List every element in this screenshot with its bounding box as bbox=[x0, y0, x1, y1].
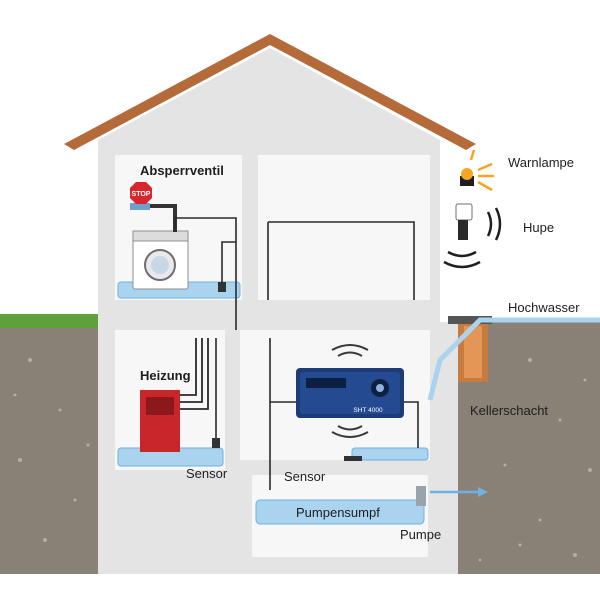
wire-upper-right bbox=[267, 221, 415, 300]
pump bbox=[416, 486, 426, 506]
alarm-control-device: SHT 4000 bbox=[296, 368, 404, 418]
label-pumpensumpf: Pumpensumpf bbox=[296, 505, 380, 520]
heater bbox=[140, 390, 180, 452]
washing-machine bbox=[132, 230, 189, 290]
wire-heating bbox=[180, 338, 209, 410]
label-warnlampe: Warnlampe bbox=[508, 155, 574, 170]
wire-basement bbox=[269, 338, 419, 490]
water-inflow bbox=[427, 317, 600, 401]
arrow-head bbox=[478, 487, 488, 497]
label-pumpe: Pumpe bbox=[400, 527, 442, 542]
soil-speckles bbox=[13, 358, 592, 562]
stop-sign-icon: STOP bbox=[130, 182, 152, 204]
signal-waves-bottom bbox=[331, 425, 369, 438]
wire-valve bbox=[174, 217, 237, 330]
label-sensor-left: Sensor bbox=[186, 466, 228, 481]
label-sensor-center: Sensor bbox=[284, 469, 326, 484]
svg-text:SHT 4000: SHT 4000 bbox=[353, 407, 383, 414]
label-hupe: Hupe bbox=[523, 220, 555, 235]
label-kellerschacht: Kellerschacht bbox=[470, 403, 549, 418]
signal-waves-top bbox=[331, 344, 369, 357]
horn-down-waves bbox=[443, 250, 481, 269]
horn-siren bbox=[455, 203, 473, 240]
warning-lamp bbox=[460, 168, 474, 186]
sensor-basement bbox=[344, 456, 362, 461]
sensor-laundry bbox=[218, 282, 226, 292]
water-sump bbox=[255, 499, 425, 525]
sensor-heating bbox=[212, 438, 220, 448]
room-upper-right bbox=[258, 155, 430, 300]
label-heizung: Heizung bbox=[140, 368, 191, 383]
svg-text:STOP: STOP bbox=[132, 191, 151, 198]
label-hochwasser: Hochwasser bbox=[508, 300, 580, 315]
cellar-shaft bbox=[448, 316, 492, 382]
water-basement bbox=[351, 447, 429, 461]
wire-sensor-laundry bbox=[221, 241, 236, 290]
lamp-glow-rays bbox=[469, 149, 494, 192]
valve-handle bbox=[130, 203, 150, 210]
horn-sound-waves bbox=[486, 207, 502, 241]
label-absperrventil: Absperrventil bbox=[140, 163, 224, 178]
grass-strip bbox=[0, 314, 98, 328]
